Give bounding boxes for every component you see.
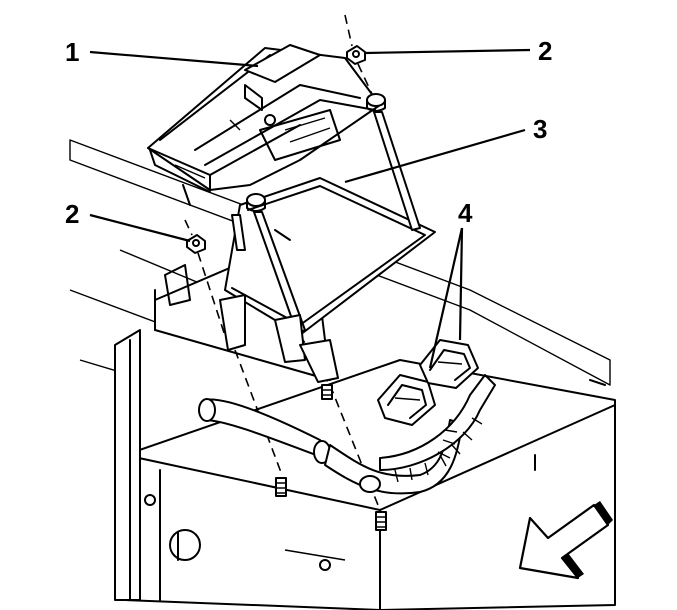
nut-lower <box>186 234 206 254</box>
nut-upper <box>346 45 366 65</box>
forward-direction-arrow <box>518 501 613 580</box>
grommet-lower <box>246 193 266 212</box>
engine-control-module <box>147 44 381 193</box>
leader-lines <box>89 48 531 369</box>
callout-3: 3 <box>533 114 547 144</box>
wiring-harness <box>198 374 496 495</box>
studs-and-centerlines <box>182 14 421 531</box>
mounting-clips <box>164 264 339 383</box>
callout-1: 1 <box>65 37 79 67</box>
callout-2-upper: 2 <box>538 36 552 66</box>
callout-2-lower: 2 <box>65 199 79 229</box>
callout-4: 4 <box>458 198 473 228</box>
harness-connector-lower <box>377 374 436 426</box>
mounting-bracket-plate <box>224 177 436 336</box>
